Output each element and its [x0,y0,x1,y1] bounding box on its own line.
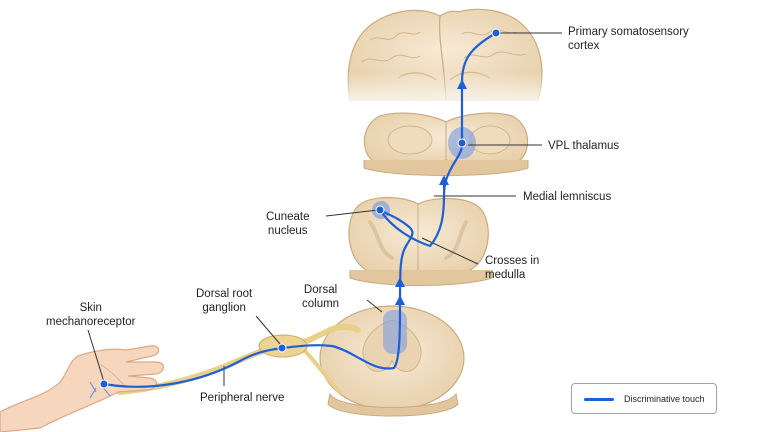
brain-section [340,8,550,110]
discriminative-touch-pathway [99,28,501,389]
legend-swatch [584,398,614,401]
label-cuneate-nucleus: Cuneate nucleus [266,211,310,237]
legend-label: Discriminative touch [624,394,705,404]
cuneate-node [375,205,385,215]
label-medial-lemniscus: Medial lemniscus [523,191,612,203]
label-vpl-thalamus: VPL thalamus [548,140,620,152]
dorsal-column-highlight [383,310,407,354]
label-somatosensory-cortex: Primary somatosensory cortex [568,26,689,52]
label-dorsal-column: Dorsal column [302,284,340,310]
label-dorsal-root-ganglion: Dorsal root ganglion [196,288,253,314]
ganglion-node [277,343,287,353]
cortex-node [491,28,501,38]
medulla-section [348,196,493,286]
vpl-node [457,138,467,148]
receptor-node [99,379,109,389]
label-crosses-in-medulla: Crosses in medulla [485,255,540,281]
spinal-cord-section [319,305,465,417]
legend: Discriminative touch [571,383,717,414]
label-peripheral-nerve: Peripheral nerve [200,392,285,404]
thalamus-section [363,112,529,176]
hand-illustration [0,345,165,432]
label-skin-mechanoreceptor: Skin mechanoreceptor [46,302,136,328]
